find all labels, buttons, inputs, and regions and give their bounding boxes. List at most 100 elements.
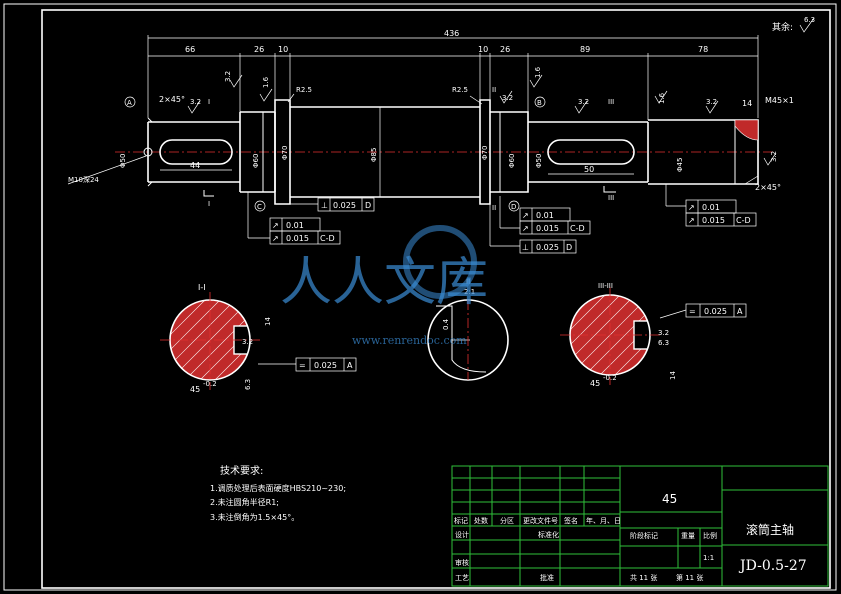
tb-sheet-no: 第 11 张 xyxy=(676,573,703,582)
watermark: 人人文库 www.renrendoc.com xyxy=(280,225,488,347)
notes-title: 技术要求: xyxy=(220,464,263,477)
section-I-width-tol: -0.2 xyxy=(203,380,217,388)
watermark-url: www.renrendoc.com xyxy=(352,334,467,347)
section-III-rough: 3.2 xyxy=(658,329,669,337)
fcf-6-ref: D xyxy=(566,243,572,252)
fcf-8-tol: 0.015 xyxy=(702,216,725,225)
dim-66: 66 xyxy=(185,45,195,54)
fcf-6-tol: 0.025 xyxy=(536,243,559,252)
watermark-logo-icon xyxy=(403,225,477,299)
fcf-4-sym: ↗ xyxy=(522,211,529,220)
dim-14: 14 xyxy=(742,99,752,108)
roughness-3: 1.6 xyxy=(262,76,270,88)
roughness-2: 3.2 xyxy=(224,71,232,82)
dia-mid: Φ85 xyxy=(370,148,378,162)
fcf-3-sym: ↗ xyxy=(272,234,279,243)
section-III-depth: 14 xyxy=(669,371,677,380)
datum-C-marker xyxy=(254,200,266,212)
fcf-3-tol: 0.015 xyxy=(286,234,309,243)
tb-process: 工艺 xyxy=(455,574,469,582)
shaft-outline xyxy=(147,99,759,205)
fcf-4 xyxy=(519,207,591,254)
fcf-1-sym: ⊥ xyxy=(321,201,328,210)
section-I-fcf-ref: A xyxy=(347,361,353,370)
section-III-view xyxy=(560,287,662,385)
section-mark-I-b: I xyxy=(208,98,210,106)
roughness-marks xyxy=(187,74,777,166)
note-3: 3.未注倒角为1.5×45°。 xyxy=(210,512,299,522)
dim-overall: 436 xyxy=(444,29,459,38)
fcf-3-ref: C-D xyxy=(320,234,335,243)
roughness-symbol-icon xyxy=(799,17,815,33)
inner-frame xyxy=(41,9,831,589)
tb-scale: 比例 xyxy=(703,531,717,540)
section-I-fcf-sym: = xyxy=(299,361,306,370)
roughness-8: 3.2 xyxy=(706,98,717,106)
thread-spec: M45×1 xyxy=(765,96,794,105)
datum-C: C xyxy=(257,203,262,211)
fillet-right: R2.5 xyxy=(452,86,468,94)
section-I-width: 45 xyxy=(190,385,200,394)
watermark-text: 人人文库 xyxy=(280,253,488,313)
datum-B: B xyxy=(537,99,542,107)
fcf-1-ref: D xyxy=(365,201,371,210)
section-III-fcf-tol: 0.025 xyxy=(704,307,727,316)
section-II-scale: 2:1 xyxy=(464,288,475,296)
dim-10-left: 10 xyxy=(278,45,288,54)
section-I-depth: 14 xyxy=(264,317,272,326)
tb-approve: 批准 xyxy=(540,573,554,582)
fcf-7-sym: ↗ xyxy=(688,203,695,212)
note-1: 1.调质处理后表面硬度HBS210~230; xyxy=(210,483,346,493)
section-III-fcf-ref: A xyxy=(737,307,743,316)
tb-row-mark: 标记 xyxy=(454,516,468,525)
part-name: 滚筒主轴 xyxy=(746,522,794,537)
section-mark-III-b: III xyxy=(608,98,614,106)
chamfer-right: 2×45° xyxy=(755,183,781,192)
dia-shoulder-left: Φ70 xyxy=(281,146,289,160)
keyway-right xyxy=(547,139,635,165)
datum-A: A xyxy=(127,99,132,107)
fcf-5-tol: 0.015 xyxy=(536,224,559,233)
dim-26-right: 26 xyxy=(500,45,510,54)
dia-key-right: Φ50 xyxy=(535,154,543,168)
tb-row-date: 年、月、日 xyxy=(586,516,621,525)
fcf-7 xyxy=(685,199,757,227)
fcf-2-sym: ↗ xyxy=(272,221,279,230)
fcf-4-tol: 0.01 xyxy=(536,211,554,220)
section-I-rough2: 6.3 xyxy=(244,379,252,390)
datum-D-marker xyxy=(508,200,520,212)
drawing-number: JD-0.5-27 xyxy=(738,558,807,574)
roughness-1: 3.2 xyxy=(190,98,201,106)
keyway-left xyxy=(159,139,233,165)
tb-scale-value: 1:1 xyxy=(703,554,714,562)
roughness-4: 3.2 xyxy=(502,94,513,102)
datum-A-marker xyxy=(124,96,136,108)
dia-bearing-left: Φ60 xyxy=(252,154,260,168)
fcf-2-tol: 0.01 xyxy=(286,221,304,230)
tb-row-zone: 分区 xyxy=(500,516,514,525)
tb-sheets-total: 共 11 张 xyxy=(630,573,657,582)
dim-10-right: 10 xyxy=(478,45,488,54)
tb-row-count: 处数 xyxy=(474,516,488,525)
fcf-1 xyxy=(317,197,375,212)
chamfer-left: 2×45° xyxy=(159,95,185,104)
dim-78: 78 xyxy=(698,45,708,54)
section-III-fcf-sym: = xyxy=(689,307,696,316)
section-III-rough2: 6.3 xyxy=(658,339,669,347)
section-I-rough: 3.2 xyxy=(242,338,253,346)
roughness-5: 1.6 xyxy=(534,66,542,78)
section-I-fcf xyxy=(258,357,357,372)
section-I-view xyxy=(160,292,262,390)
section-III-fcf xyxy=(659,303,747,319)
datum-B-marker xyxy=(534,96,546,108)
material: 45 xyxy=(662,492,677,506)
thread-hatch xyxy=(734,119,759,141)
fcf-1-tol: 0.025 xyxy=(333,201,356,210)
section-III-width-tol: -0.2 xyxy=(603,374,617,382)
section-I-title: I-I xyxy=(198,283,206,292)
roughness-9: 3.2 xyxy=(770,151,778,162)
tb-row-file: 更改文件号 xyxy=(523,516,558,525)
tb-stage: 阶段标记 xyxy=(630,531,658,540)
fcf-5-sym: ↗ xyxy=(522,224,529,233)
